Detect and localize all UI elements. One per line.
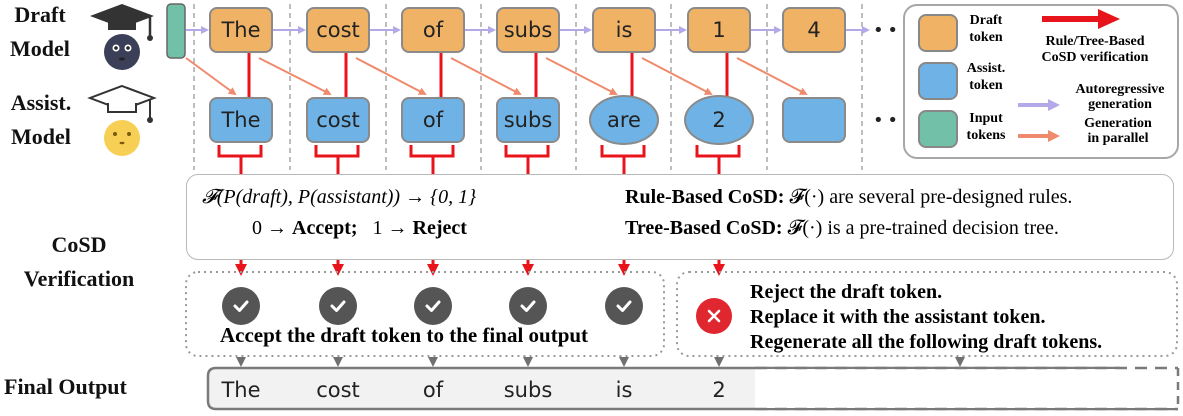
draft-token: 1 <box>687 7 751 53</box>
draft-token: 4 <box>782 7 846 53</box>
tree-based-text: 𝓕(·) is a pre-trained decision tree. <box>782 217 1059 239</box>
parallel-arrow <box>185 57 237 96</box>
legend-verification-line2: CoSD verification <box>1041 50 1149 65</box>
formula-reject: Reject <box>412 217 467 239</box>
assist-token: of <box>401 97 465 143</box>
final-token: is <box>615 378 633 402</box>
draft-token: of <box>401 7 465 53</box>
parallel-arrow <box>736 57 808 95</box>
draft-token: is <box>592 7 656 53</box>
legend-input-swatch <box>918 110 958 148</box>
final-token: subs <box>503 378 553 402</box>
assist-token <box>782 97 846 143</box>
formula-line1: 𝓕(P(draft), P(assistant)) → {0, 1} <box>202 186 477 208</box>
assist-model-label-line1: Assist. <box>10 90 72 115</box>
parallel-arrow <box>258 57 332 95</box>
rule-based-line: Rule-Based CoSD: 𝓕(·) are several pre-de… <box>625 186 1072 209</box>
assist-token: subs <box>496 97 560 143</box>
cosd-verification-label-line1: CoSD <box>51 232 107 257</box>
assist-token: cost <box>306 97 370 143</box>
check-circle-icon <box>605 287 643 325</box>
formula-accept: Accept; <box>292 217 358 239</box>
check-circle-icon <box>222 287 260 325</box>
legend-input-line1: Input <box>969 111 1003 126</box>
legend-verification-line1: Rule/Tree-Based <box>1045 34 1145 49</box>
formula-line2: 0 → Accept; 1 → Reject <box>252 217 467 240</box>
graduation-cap-outline-yellow-face-icon <box>87 84 157 156</box>
legend-assist-label: Assist. token <box>960 60 1012 94</box>
legend-draft-line2: token <box>969 30 1003 45</box>
legend-draft-swatch <box>918 14 958 52</box>
reject-text: Reject the draft token. Replace it with … <box>750 280 1102 355</box>
final-token: 2 <box>712 378 726 402</box>
x-circle-icon <box>696 298 732 334</box>
tree-based-line: Tree-Based CoSD: 𝓕(·) is a pre-trained d… <box>625 217 1059 240</box>
cosd-verification-label-line2: Verification <box>23 266 135 291</box>
legend-input-label: Input tokens <box>962 110 1010 144</box>
draft-ellipsis: • • • <box>873 20 912 41</box>
rule-based-label: Rule-Based CoSD: <box>625 186 785 208</box>
parallel-arrow <box>355 57 427 95</box>
input-token <box>166 3 186 59</box>
assist-model-label-line2: Model <box>11 124 71 149</box>
legend-assist-line1: Assist. <box>966 61 1006 76</box>
rule-based-text: 𝓕(·) are several pre-designed rules. <box>784 186 1073 208</box>
final-token: The <box>221 378 261 402</box>
reject-group-box <box>676 271 1178 357</box>
assist-ellipsis: • • • <box>873 110 912 131</box>
legend-parallel-line1: Generation <box>1084 116 1152 131</box>
parallel-arrow <box>545 57 618 95</box>
parallel-arrow <box>450 57 522 95</box>
draft-token: subs <box>496 7 560 53</box>
legend-autoregressive-line2: generation <box>1088 97 1152 112</box>
formula-zero: 0 → <box>252 217 292 239</box>
draft-model-label-line2: Model <box>10 36 70 61</box>
check-circle-icon <box>509 287 547 325</box>
draft-token: The <box>209 7 273 53</box>
legend-assist-line2: token <box>969 78 1003 93</box>
accept-text: Accept the draft token to the final outp… <box>220 323 589 347</box>
parallel-arrow <box>641 57 713 95</box>
reject-line-2: Replace it with the assistant token. <box>750 306 1046 328</box>
final-token: cost <box>316 378 360 402</box>
legend-parallel-line2: in parallel <box>1087 131 1149 146</box>
draft-model-label-line1: Draft <box>14 2 66 27</box>
final-token: of <box>422 378 444 402</box>
formula-one: 1 → <box>372 217 413 239</box>
legend-draft-label: Draft token <box>962 12 1010 46</box>
reject-line-3: Regenerate all the following draft token… <box>750 331 1103 353</box>
final-output-label: Final Output <box>4 374 127 399</box>
draft-token: cost <box>306 7 370 53</box>
assist-token: 2 <box>684 95 754 145</box>
legend-draft-line1: Draft <box>969 13 1003 28</box>
check-circle-icon <box>319 287 357 325</box>
legend-arrows <box>1018 9 1120 142</box>
assist-token: The <box>209 97 273 143</box>
graduation-cap-dark-face-icon <box>90 4 154 70</box>
reject-line-1: Reject the draft token. <box>750 281 943 303</box>
legend-input-line2: tokens <box>966 128 1006 143</box>
legend-autoregressive-line1: Autoregressive <box>1075 82 1165 97</box>
assist-token: are <box>589 95 659 145</box>
tree-based-label: Tree-Based CoSD: <box>625 217 783 239</box>
cosd-verification-box <box>186 174 1174 260</box>
check-circle-icon <box>414 287 452 325</box>
legend-assist-swatch <box>918 62 958 100</box>
